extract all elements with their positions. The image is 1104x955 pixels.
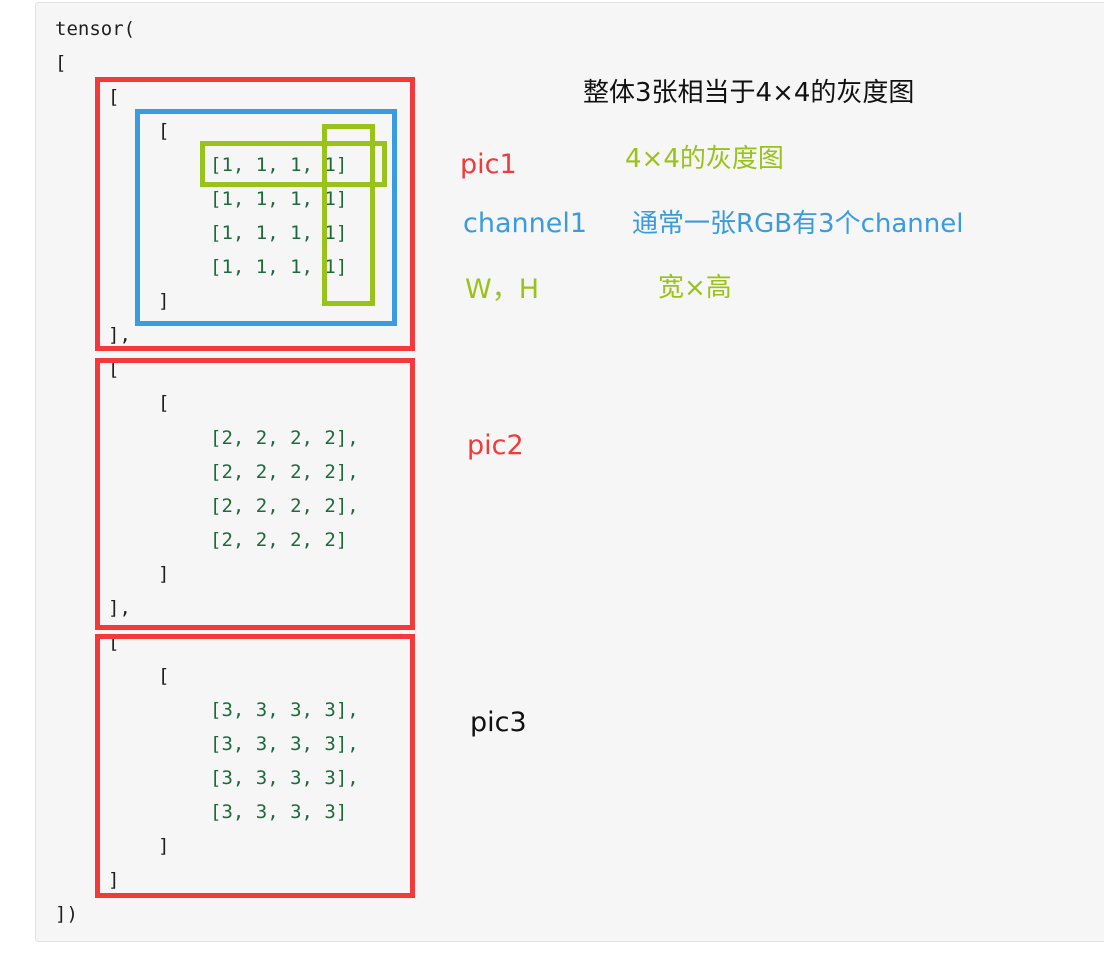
code-line-pic2-channel-close: ]: [158, 563, 170, 585]
code-row-pic3-1: [3, 3, 3, 3],: [210, 699, 359, 721]
channel1-highlight-box: [135, 109, 397, 326]
code-line-pic3-open: [: [108, 631, 120, 653]
code-block: [35, 2, 1104, 942]
code-line-pic3-close: ]: [108, 869, 120, 891]
code-row-pic2-1: [2, 2, 2, 2],: [210, 427, 359, 449]
pic1-highlight-box: [95, 77, 415, 351]
code-row-pic2-2: [2, 2, 2, 2],: [210, 461, 359, 483]
code-line-outer-open: [: [55, 52, 67, 74]
code-row-pic1-1: [1, 1, 1, 1]: [210, 154, 348, 176]
code-row-pic3-2: [3, 3, 3, 3],: [210, 733, 359, 755]
channel1-label: channel1: [463, 208, 588, 239]
code-row-pic2-3: [2, 2, 2, 2],: [210, 495, 359, 517]
wh-label: W，H: [465, 274, 539, 305]
overall-caption: 整体3张相当于4×4的灰度图: [583, 78, 915, 108]
code-line-pic2-channel-open: [: [158, 392, 170, 414]
code-line-channel1-close: ]: [158, 290, 170, 312]
code-line-pic1-open: [: [108, 86, 120, 108]
pic2-label: pic2: [467, 430, 524, 461]
code-line-pic2-open: [: [108, 358, 120, 380]
code-line-pic3-channel-open: [: [158, 665, 170, 687]
column-highlight-box: [322, 124, 375, 306]
code-row-pic2-4: [2, 2, 2, 2]: [210, 529, 348, 551]
code-row-pic3-3: [3, 3, 3, 3],: [210, 767, 359, 789]
gray-4x4-label: 4×4的灰度图: [625, 144, 784, 174]
pic3-label: pic3: [470, 707, 527, 738]
code-row-pic1-2: [1, 1, 1, 1]: [210, 188, 348, 210]
pic3-highlight-box: [95, 634, 415, 898]
code-line-pic1-close: ],: [108, 324, 131, 346]
code-line-pic3-channel-close: ]: [158, 835, 170, 857]
width-height-label: 宽×高: [658, 273, 732, 303]
code-line-tensor-close: ]): [55, 903, 78, 925]
code-line-tensor: tensor(: [55, 18, 136, 40]
code-line-pic2-close: ],: [108, 597, 131, 619]
row-highlight-box: [200, 141, 387, 187]
rgb-channel-note: 通常一张RGB有3个channel: [632, 209, 964, 239]
code-row-pic1-4: [1, 1, 1, 1]: [210, 256, 348, 278]
pic2-highlight-box: [95, 358, 415, 630]
code-line-channel1-open: [: [158, 120, 170, 142]
pic1-label: pic1: [460, 149, 517, 180]
code-row-pic3-4: [3, 3, 3, 3]: [210, 801, 348, 823]
code-row-pic1-3: [1, 1, 1, 1]: [210, 222, 348, 244]
